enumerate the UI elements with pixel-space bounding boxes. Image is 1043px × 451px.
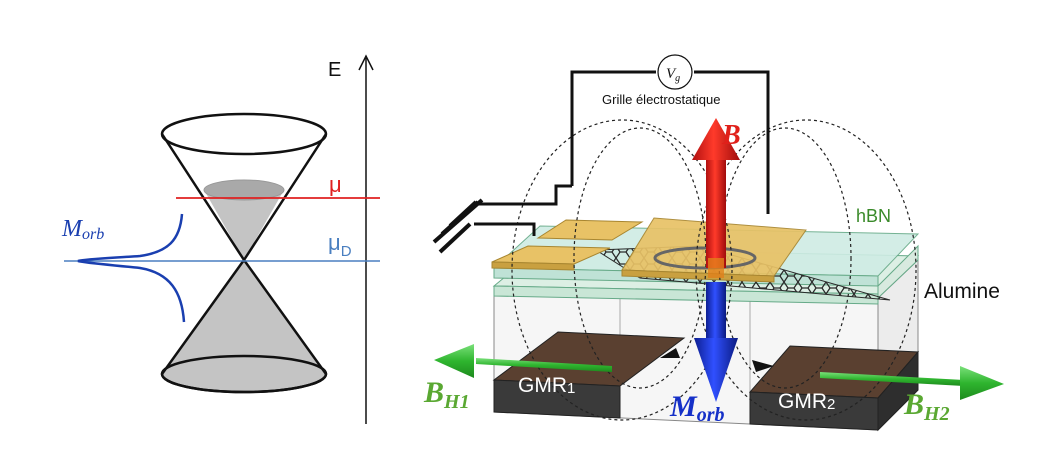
gmr-2-side — [877, 350, 919, 432]
b-field-arrow — [692, 118, 740, 278]
b-field-label: B — [721, 120, 741, 151]
gate-circuit — [474, 70, 770, 236]
morb-right-label: Morb — [669, 390, 724, 426]
voltmeter-icon — [657, 54, 693, 90]
bh2-arrow — [820, 366, 1004, 400]
energy-axis-label: E — [328, 59, 341, 81]
lower-cone — [160, 257, 328, 394]
gmr-sensor-1-front — [493, 379, 621, 419]
bh2-label: BH2 — [903, 388, 950, 425]
gold-contact-middle — [536, 219, 644, 241]
device-panel: Vg Grille électrostatique — [423, 54, 1004, 432]
energy-axis-arrowhead-icon — [358, 54, 374, 71]
morb-left-label: Morb — [61, 216, 104, 243]
ground-icon — [432, 198, 484, 254]
hbn-label: hBN — [856, 206, 891, 226]
gate-voltage-label: Vg — [666, 66, 680, 84]
field-arrowhead-left-icon — [660, 348, 680, 358]
gmr1-label: GMR1 — [518, 374, 575, 397]
dirac-cone-panel: E μ μD Morb — [61, 54, 380, 424]
bh1-arrow — [434, 344, 612, 378]
field-arrowhead-right-icon — [752, 360, 774, 372]
mu-label: μ — [329, 172, 342, 197]
mu-d-label: μD — [328, 230, 352, 260]
hbn-layer-bottom-edge — [493, 285, 879, 305]
orbital-magnetization-curve — [77, 213, 186, 323]
upper-cone-rim — [160, 112, 328, 156]
alumina-edge-right — [877, 244, 919, 300]
alumine-label: Alumine — [924, 280, 1000, 303]
bh1-label: BH1 — [423, 376, 470, 413]
gmr2-label: GMR2 — [778, 390, 835, 413]
current-loop — [653, 246, 757, 270]
gold-contact-left-edge — [491, 261, 575, 271]
upper-cone-filled-region — [204, 190, 284, 260]
fermi-level-ellipse — [203, 179, 285, 201]
gate-label: Grille électrostatique — [602, 92, 721, 107]
upper-cone — [160, 133, 328, 261]
morb-arrow — [694, 282, 738, 402]
lower-cone-rim — [160, 354, 328, 394]
